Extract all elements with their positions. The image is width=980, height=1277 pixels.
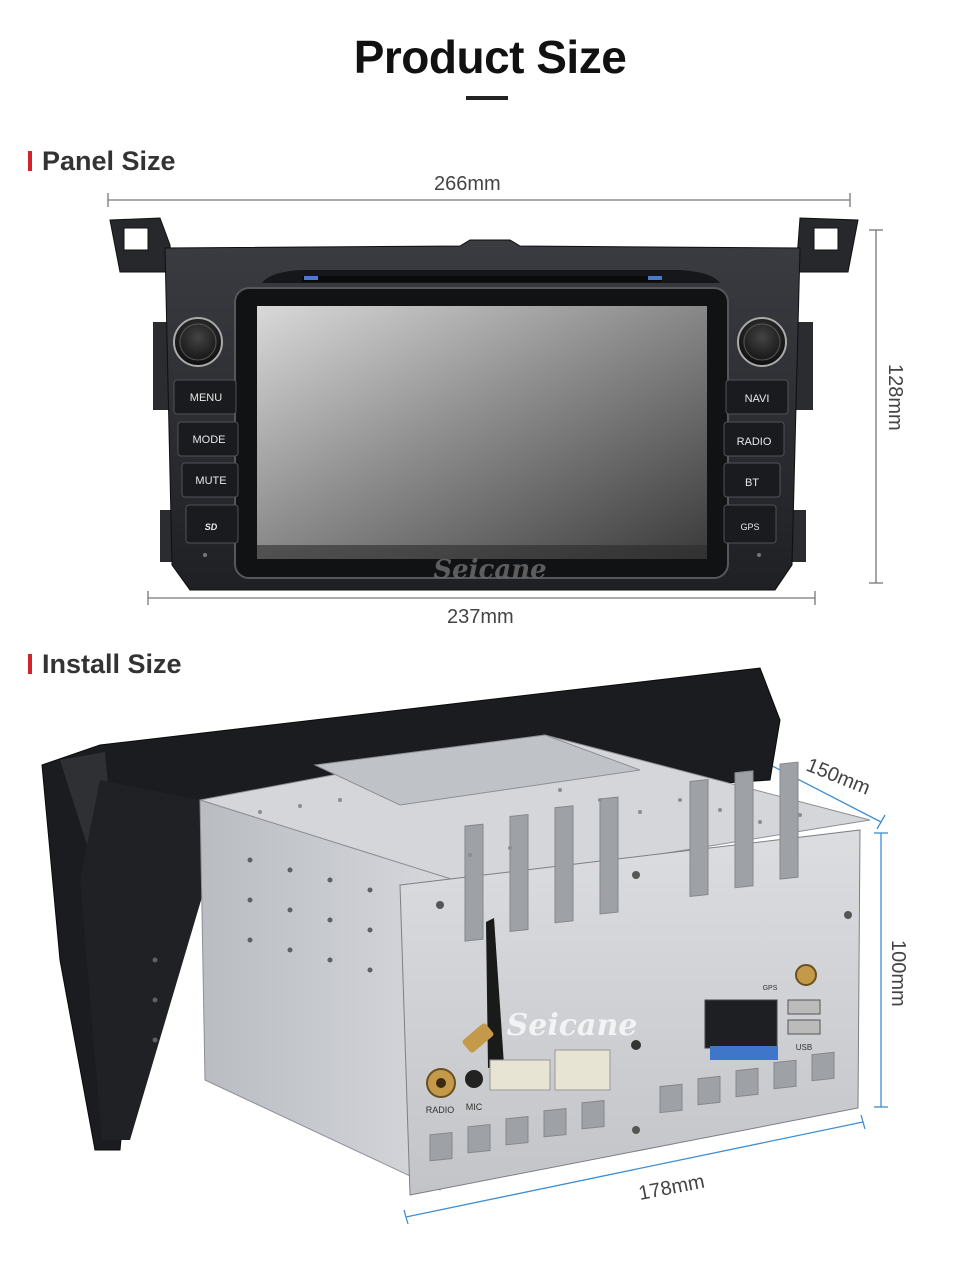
sd-slot-label: SD: [205, 522, 218, 532]
volume-knob: [173, 317, 223, 367]
mic-jack: [465, 1070, 483, 1088]
mic-port-label: MIC: [466, 1102, 483, 1112]
section-marker: [28, 654, 32, 674]
menu-button: MENU: [190, 392, 222, 404]
usb-port-2: [787, 1019, 821, 1035]
page-title: Product Size: [353, 31, 627, 83]
install-height-label: 100mm: [887, 940, 909, 1007]
head-unit-rear: [41, 667, 871, 1196]
navi-button: NAVI: [745, 393, 770, 405]
usb-port-label: USB: [796, 1043, 812, 1052]
radio-port-label: RADIO: [426, 1105, 455, 1115]
install-width-dimension: [403, 1114, 866, 1225]
gps-connector: [795, 964, 817, 986]
panel-bottom-width-label: 237mm: [447, 606, 514, 628]
panel-height-dimension: [869, 229, 883, 584]
title-underline: [466, 96, 508, 100]
gps-port-label: GPS: [763, 985, 778, 992]
tune-knob: [737, 317, 787, 367]
install-width-label: 178mm: [637, 1171, 707, 1205]
mode-button: MODE: [193, 434, 226, 446]
install-height-dimension: [874, 832, 888, 1108]
install-depth-label: 150mm: [803, 754, 873, 799]
usb-port-1: [787, 999, 821, 1015]
section-marker: [28, 151, 32, 171]
radio-button: RADIO: [737, 436, 772, 448]
panel-width-label: 266mm: [434, 173, 501, 195]
harness-connector: [704, 999, 778, 1049]
panel-size-heading: Panel Size: [28, 146, 176, 177]
panel-size-heading-text: Panel Size: [42, 146, 176, 176]
gps-slot-label: GPS: [740, 522, 759, 532]
install-size-heading-text: Install Size: [42, 649, 182, 679]
rear-brand-watermark: Seicane: [507, 1008, 638, 1043]
panel-width-dimension: [107, 193, 851, 207]
install-size-heading: Install Size: [28, 649, 182, 680]
panel-brand-watermark: Seicane: [433, 555, 546, 585]
bt-button: BT: [745, 477, 759, 489]
mute-button: MUTE: [195, 475, 226, 487]
panel-bottom-dimension: [147, 591, 816, 605]
head-unit-screen: [257, 306, 707, 559]
head-unit-front: [109, 217, 859, 591]
